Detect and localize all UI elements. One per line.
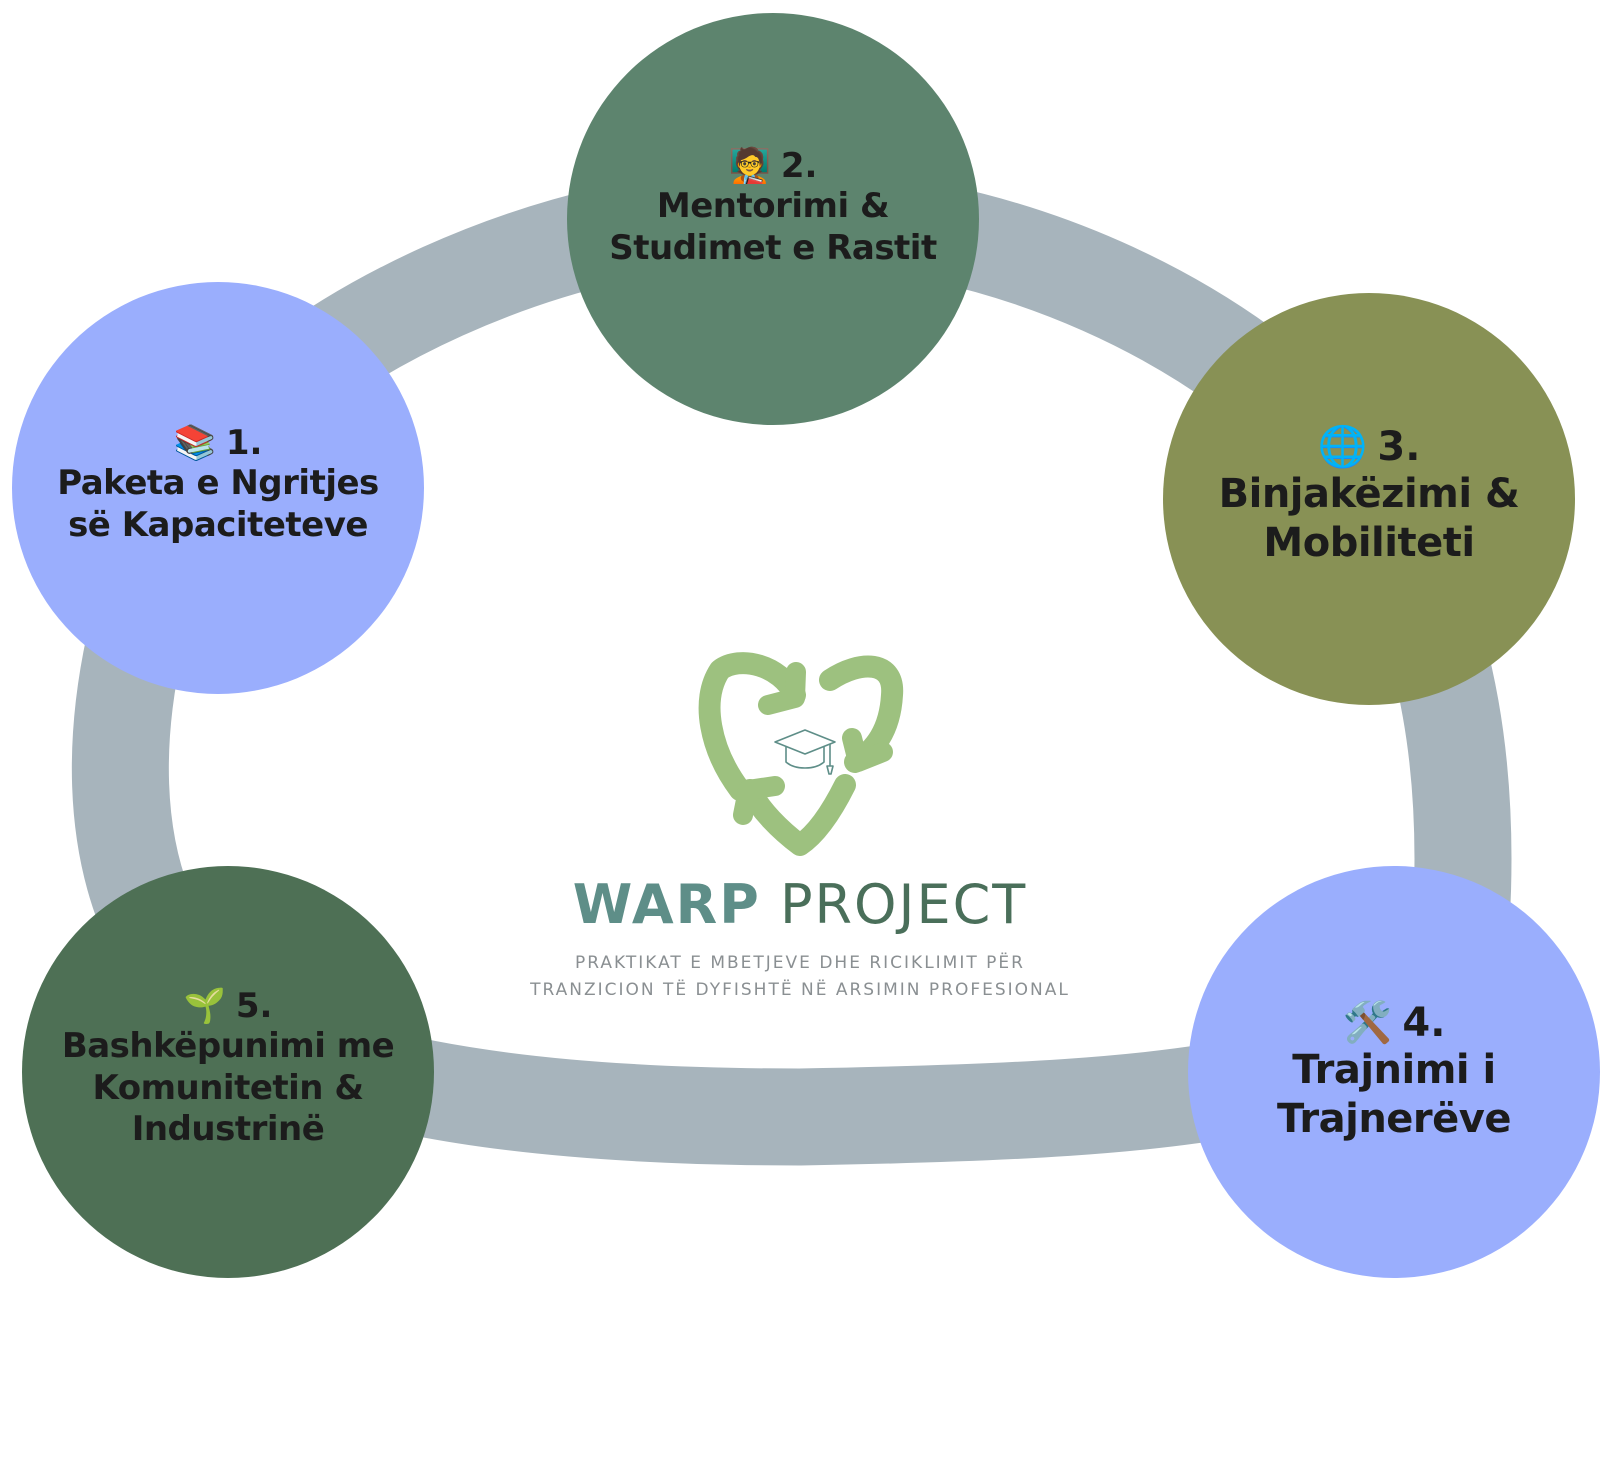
node-mentoring: 🧑‍🏫 2. Mentorimi & Studimet e Rastit (567, 13, 979, 425)
node-content: 🌱 5. Bashkëpunimi me Komunitetin & Indus… (61, 987, 395, 1151)
node-heading: 🌱 5. (62, 987, 394, 1026)
node-capacity-building: 📚 1. Paketa e Ngritjes së Kapaciteteve (12, 282, 424, 694)
node-number: 1. (225, 422, 263, 463)
logo-title: WARP PROJECT (480, 878, 1120, 932)
node-heading: 🧑‍🏫 2. (609, 145, 936, 186)
node-title-line: Mobiliteti (1263, 520, 1475, 566)
logo-subtitle-line: PRAKTIKAT E MBETJEVE DHE RICIKLIMIT PËR (575, 953, 1025, 973)
logo-subtitle: PRAKTIKAT E MBETJEVE DHE RICIKLIMIT PËR … (480, 950, 1120, 1004)
node-number: 2. (780, 145, 818, 186)
teacher-icon: 🧑‍🏫 (728, 145, 771, 186)
node-community-cooperation: 🌱 5. Bashkëpunimi me Komunitetin & Indus… (22, 866, 434, 1278)
books-icon: 📚 (173, 422, 216, 463)
logo-title-project: PROJECT (779, 873, 1028, 936)
node-title-line: Paketa e Ngritjes (57, 463, 379, 504)
node-content: 🧑‍🏫 2. Mentorimi & Studimet e Rastit (609, 145, 937, 269)
recycle-graduation-cap-icon (698, 652, 904, 856)
logo-title-warp: WARP (572, 873, 761, 936)
node-content: 📚 1. Paketa e Ngritjes së Kapaciteteve (57, 422, 379, 546)
node-number: 5. (235, 986, 273, 1027)
node-title-line: së Kapaciteteve (68, 504, 368, 545)
node-number: 4. (1402, 1000, 1446, 1047)
node-title-line: Binjakëzimi & (1218, 471, 1520, 518)
node-train-the-trainers: 🛠️ 4. Trajnimi i Trajnerëve (1188, 866, 1600, 1278)
node-heading: 📚 1. (57, 422, 379, 463)
node-title-line: Bashkëpunimi me (61, 1026, 395, 1067)
node-number: 3. (1377, 424, 1421, 471)
logo-subtitle-line: TRANZICION TË DYFISHTË NË ARSIMIN PROFES… (530, 980, 1070, 1001)
globe-icon: 🌐 (1317, 424, 1368, 471)
tools-icon: 🛠️ (1342, 1000, 1393, 1047)
node-content: 🛠️ 4. Trajnimi i Trajnerëve (1277, 1000, 1511, 1144)
node-twinning: 🌐 3. Binjakëzimi & Mobiliteti (1163, 293, 1575, 705)
node-title-line: Trajnimi i (1292, 1047, 1496, 1094)
node-title-line: Komunitetin & (92, 1067, 364, 1108)
node-title-line: Trajnerëve (1277, 1096, 1511, 1142)
node-content: 🌐 3. Binjakëzimi & Mobiliteti (1219, 424, 1520, 568)
seedling-icon: 🌱 (183, 986, 226, 1027)
node-heading: 🛠️ 4. (1277, 1000, 1511, 1046)
node-title-line: Mentorimi & (656, 186, 890, 227)
node-heading: 🌐 3. (1219, 424, 1520, 470)
node-title-line: Studimet e Rastit (609, 227, 937, 268)
node-title-line: Industrinë (131, 1109, 325, 1150)
